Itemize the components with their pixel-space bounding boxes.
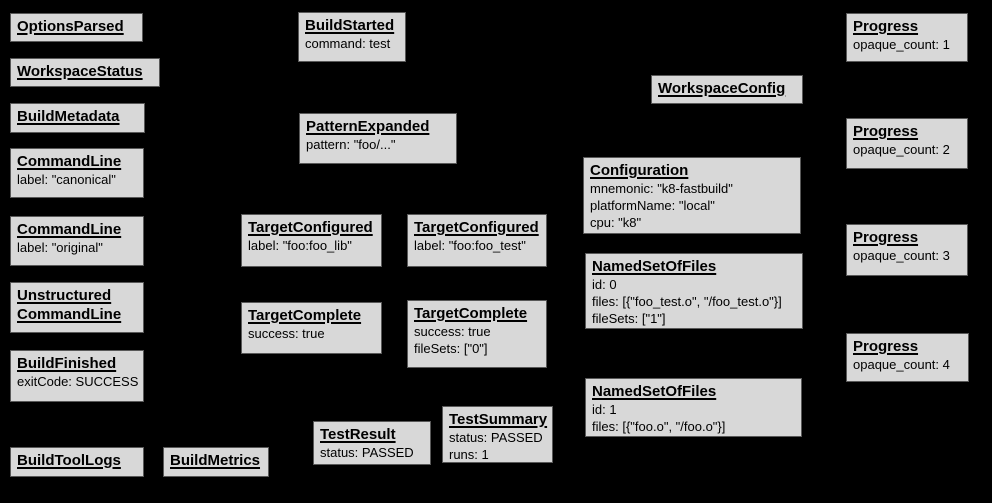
node-attribute: id: 0 — [592, 277, 617, 292]
node-pattern-expanded: PatternExpanded pattern: "foo/..." — [299, 113, 457, 164]
node-attribute: label: "foo:foo_lib" — [248, 238, 352, 253]
node-build-metadata: BuildMetadata — [10, 103, 145, 133]
node-title: TargetComplete — [248, 307, 362, 324]
node-title: CommandLine — [17, 153, 122, 170]
node-title: BuildMetrics — [170, 452, 261, 469]
node-title: NamedSetOfFiles — [592, 383, 717, 400]
node-attribute: runs: 1 — [449, 447, 489, 462]
node-target-complete-foo-lib: TargetComplete success: true — [241, 302, 382, 354]
node-attribute: label: "foo:foo_test" — [414, 238, 526, 253]
node-options-parsed: OptionsParsed — [10, 13, 143, 42]
node-attribute: platformName: "local" — [590, 198, 715, 213]
node-attribute: label: "original" — [17, 240, 103, 255]
node-title: CommandLine — [17, 221, 122, 238]
node-title: BuildToolLogs — [17, 452, 121, 469]
node-progress-1: Progress opaque_count: 1 — [846, 13, 968, 62]
node-title: TestSummary — [449, 411, 548, 428]
node-title: WorkspaceConfig — [658, 80, 786, 97]
node-title: TestResult — [320, 426, 396, 443]
node-title: Progress — [853, 338, 919, 355]
node-progress-3: Progress opaque_count: 3 — [846, 224, 968, 276]
node-attribute: status: PASSED — [449, 430, 543, 445]
node-target-configured-foo-lib: TargetConfigured label: "foo:foo_lib" — [241, 214, 382, 267]
node-named-set-of-files-0: NamedSetOfFiles id: 0 files: [{"foo_test… — [585, 253, 803, 329]
node-workspace-status: WorkspaceStatus — [10, 58, 160, 87]
node-attribute: fileSets: ["1"] — [592, 311, 666, 326]
node-workspace-config: WorkspaceConfig — [651, 75, 803, 104]
node-attribute: files: [{"foo_test.o", "/foo_test.o"}] — [592, 294, 782, 309]
node-progress-2: Progress opaque_count: 2 — [846, 118, 968, 169]
node-title: NamedSetOfFiles — [592, 258, 717, 275]
node-title: TargetConfigured — [414, 219, 539, 236]
node-title: TargetConfigured — [248, 219, 373, 236]
node-attribute: opaque_count: 2 — [853, 142, 950, 157]
node-attribute: success: true — [414, 324, 491, 339]
node-attribute: status: PASSED — [320, 445, 414, 460]
node-test-result: TestResult status: PASSED — [313, 421, 431, 465]
node-build-tool-logs: BuildToolLogs — [10, 447, 144, 477]
node-title: Progress — [853, 123, 919, 140]
node-test-summary: TestSummary status: PASSED runs: 1 — [442, 406, 553, 463]
node-title: TargetComplete — [414, 305, 528, 322]
node-attribute: opaque_count: 3 — [853, 248, 950, 263]
node-attribute: opaque_count: 1 — [853, 37, 950, 52]
node-target-complete-foo-test: TargetComplete success: true fileSets: [… — [407, 300, 547, 368]
node-attribute: mnemonic: "k8-fastbuild" — [590, 181, 733, 196]
node-named-set-of-files-1: NamedSetOfFiles id: 1 files: [{"foo.o", … — [585, 378, 802, 437]
node-command-line-canonical: CommandLine label: "canonical" — [10, 148, 144, 198]
node-build-started: BuildStarted command: test — [298, 12, 406, 62]
node-title: Unstructured CommandLine — [17, 287, 122, 323]
node-attribute: command: test — [305, 36, 391, 51]
node-title: WorkspaceStatus — [17, 63, 143, 80]
node-title: Progress — [853, 229, 919, 246]
node-title: PatternExpanded — [306, 118, 430, 135]
node-attribute: label: "canonical" — [17, 172, 116, 187]
node-attribute: fileSets: ["0"] — [414, 341, 488, 356]
node-attribute: success: true — [248, 326, 325, 341]
node-build-metrics: BuildMetrics — [163, 447, 269, 477]
node-attribute: id: 1 — [592, 402, 617, 417]
node-attribute: cpu: "k8" — [590, 215, 642, 230]
node-configuration: Configuration mnemonic: "k8-fastbuild" p… — [583, 157, 801, 234]
node-title: Configuration — [590, 162, 689, 179]
node-title: BuildStarted — [305, 17, 395, 34]
node-title: BuildFinished — [17, 355, 117, 372]
node-build-finished: BuildFinished exitCode: SUCCESS — [10, 350, 144, 402]
node-attribute: exitCode: SUCCESS — [17, 374, 139, 389]
node-target-configured-foo-test: TargetConfigured label: "foo:foo_test" — [407, 214, 547, 267]
node-unstructured-command-line: Unstructured CommandLine — [10, 282, 144, 333]
node-command-line-original: CommandLine label: "original" — [10, 216, 144, 266]
node-title: OptionsParsed — [17, 18, 124, 35]
node-attribute: files: [{"foo.o", "/foo.o"}] — [592, 419, 726, 434]
node-progress-4: Progress opaque_count: 4 — [846, 333, 969, 382]
node-attribute: opaque_count: 4 — [853, 357, 950, 372]
node-title: BuildMetadata — [17, 108, 120, 125]
node-attribute: pattern: "foo/..." — [306, 137, 396, 152]
node-title: Progress — [853, 18, 919, 35]
